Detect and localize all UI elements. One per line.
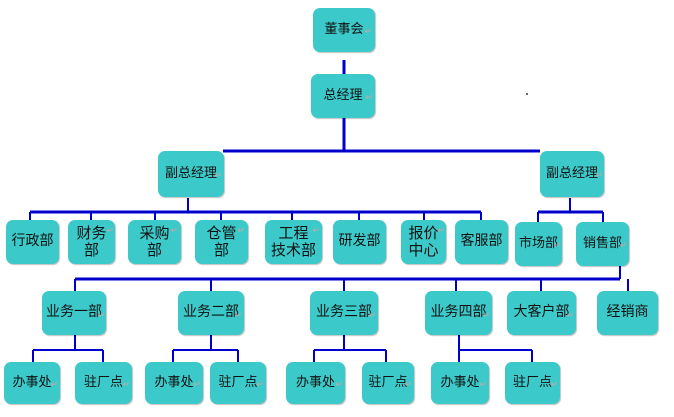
node-dept-sales: 销售部↵ — [576, 222, 629, 266]
node-office-4: 办事处↵ — [431, 362, 489, 404]
node-sales-unit-2: 业务二部↵ — [178, 291, 244, 335]
node-dept-market: 市场部↵ — [515, 222, 562, 266]
node-factory-point-3: 驻厂点↵ — [362, 362, 414, 404]
node-vice-gm-right: 副总经理↵ — [540, 151, 604, 197]
node-sales-key-accounts: 大客户部↵ — [507, 291, 576, 335]
node-general-manager: 总经理↵ — [311, 74, 375, 118]
node-office-3: 办事处↵ — [286, 362, 345, 404]
node-dept-warehouse: 仓管 部↵ — [195, 220, 248, 264]
node-dept-purchasing: 采购 部↵ — [128, 220, 181, 264]
node-dept-customer-service: 客服部 — [455, 220, 508, 264]
node-factory-point-4: 驻厂点↵ — [505, 362, 560, 404]
node-sales-unit-3: 业务三部↵ — [310, 291, 378, 335]
stray-dot — [526, 93, 528, 95]
node-dept-finance: 财务 部↵ — [68, 220, 115, 264]
node-sales-unit-4: 业务四部↵ — [425, 291, 492, 335]
node-vice-gm-left: 副总经理↵ — [158, 151, 224, 197]
node-dept-quotation: 报价 中心↵ — [401, 220, 446, 264]
node-office-1: 办事处↵ — [4, 362, 60, 404]
node-sales-distributors: 经销商 — [597, 291, 658, 335]
node-factory-point-1: 驻厂点↵ — [75, 362, 132, 404]
node-factory-point-2: 驻厂点↵ — [210, 362, 266, 404]
node-board: 董事会↵ — [313, 8, 375, 52]
node-dept-rnd: 研发部 — [333, 220, 386, 264]
node-dept-engineering: 工程 技术部↵ — [265, 220, 322, 264]
node-sales-unit-1: 业务一部↵ — [42, 291, 106, 335]
node-office-2: 办事处↵ — [145, 362, 203, 404]
node-dept-admin: 行政部 — [6, 220, 59, 264]
